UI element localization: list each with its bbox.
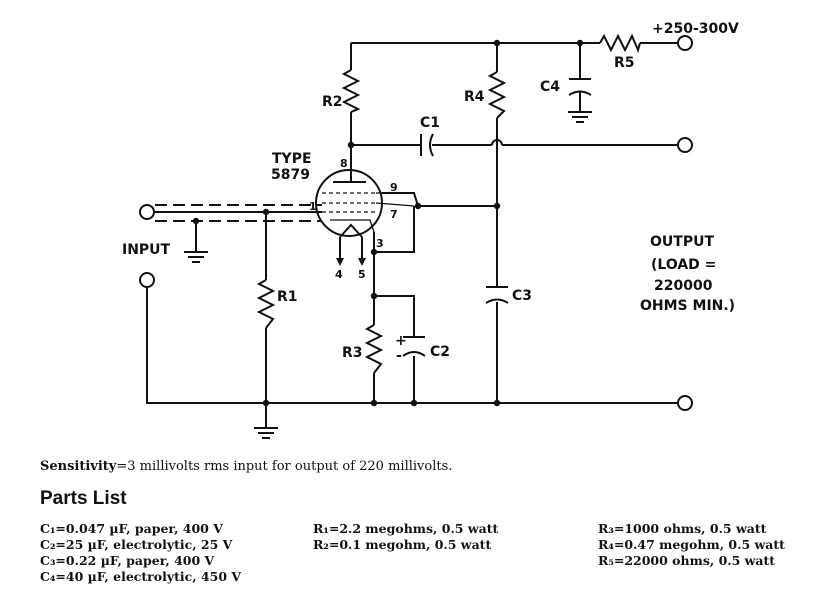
vacuum-tube (315, 169, 415, 238)
r3-label: R3 (342, 345, 363, 361)
parts-list-title: Parts List (40, 488, 127, 509)
output-label-line-4: OHMS MIN.) (640, 298, 735, 314)
c1-capacitor (420, 133, 434, 157)
pin-5-label: 5 (358, 268, 366, 281)
output-label-line-3: 220000 (654, 278, 713, 294)
parts-column-capacitors: C₁=0.047 µF, paper, 400 V C₂=25 µF, elec… (40, 521, 241, 585)
output-label-line-2: (LOAD = (651, 257, 716, 273)
r2-label: R2 (322, 94, 343, 110)
ground-symbol-c4 (568, 111, 592, 123)
c2-label: C2 (430, 344, 450, 360)
input-terminal-top (139, 204, 155, 220)
part-r2: R₂=0.1 megohm, 0.5 watt (313, 537, 492, 552)
part-c2: C₂=25 µF, electrolytic, 25 V (40, 537, 233, 552)
part-r3: R₃=1000 ohms, 0.5 watt (598, 521, 767, 536)
parts-column-resistors-a: R₁=2.2 megohms, 0.5 watt R₂=0.1 megohm, … (313, 521, 498, 553)
pin-8-label: 8 (340, 157, 348, 170)
r1-label: R1 (277, 289, 298, 305)
part-r5: R₅=22000 ohms, 0.5 watt (598, 553, 776, 568)
pin-1-label: 1 (309, 200, 317, 213)
input-terminal-bottom (139, 272, 155, 288)
pin-4-label: 4 (335, 268, 343, 281)
tube-type-label: TYPE (272, 151, 312, 167)
arrow-pin-4 (336, 258, 344, 266)
part-c4: C₄=40 µF, electrolytic, 450 V (40, 569, 242, 584)
parts-column-resistors-b: R₃=1000 ohms, 0.5 watt R₄=0.47 megohm, 0… (598, 521, 785, 569)
supply-label: +250-300V (652, 21, 739, 37)
r5-resistor (599, 33, 641, 53)
sensitivity-text: =3 millivolts rms input for output of 22… (116, 459, 453, 474)
output-label-line-1: OUTPUT (650, 234, 714, 250)
r4-resistor (487, 71, 507, 119)
c4-capacitor (568, 78, 592, 96)
c1-label: C1 (420, 115, 440, 131)
ground-symbol-chassis (254, 427, 278, 439)
c3-label: C3 (512, 288, 532, 304)
r2-resistor (341, 69, 361, 113)
tube-number-label: 5879 (271, 167, 310, 183)
part-c3: C₃=0.22 µF, paper, 400 V (40, 553, 215, 568)
r1-resistor (256, 279, 276, 329)
supply-terminal (677, 35, 693, 51)
part-c1: C₁=0.047 µF, paper, 400 V (40, 521, 223, 536)
r3-resistor (364, 324, 384, 374)
wiring (146, 42, 677, 428)
pin-3-label: 3 (376, 237, 384, 250)
circuit-schematic: +250-300V R5 C4 R2 R4 C1 TYPE 5879 8 9 1… (122, 21, 739, 439)
junction-dots (192, 39, 584, 407)
pin-9-label: 9 (390, 181, 398, 194)
ground-symbol-input (184, 251, 208, 263)
c2-capacitor (402, 336, 426, 357)
sensitivity-note: Sensitivity=3 millivolts rms input for o… (40, 459, 452, 474)
c2-plus-label: + (395, 333, 407, 349)
pin-7-label: 7 (390, 208, 398, 221)
output-terminal-bottom (677, 395, 693, 411)
output-terminal-top (677, 137, 693, 153)
sensitivity-label: Sensitivity (40, 459, 117, 474)
part-r4: R₄=0.47 megohm, 0.5 watt (598, 537, 785, 552)
c2-minus-label: - (396, 348, 402, 364)
part-r1: R₁=2.2 megohms, 0.5 watt (313, 521, 499, 536)
r5-label: R5 (614, 55, 635, 71)
c3-capacitor (485, 286, 509, 304)
c4-label: C4 (540, 79, 560, 95)
r4-label: R4 (464, 89, 485, 105)
input-label: INPUT (122, 242, 171, 258)
arrow-pin-5 (358, 258, 366, 266)
